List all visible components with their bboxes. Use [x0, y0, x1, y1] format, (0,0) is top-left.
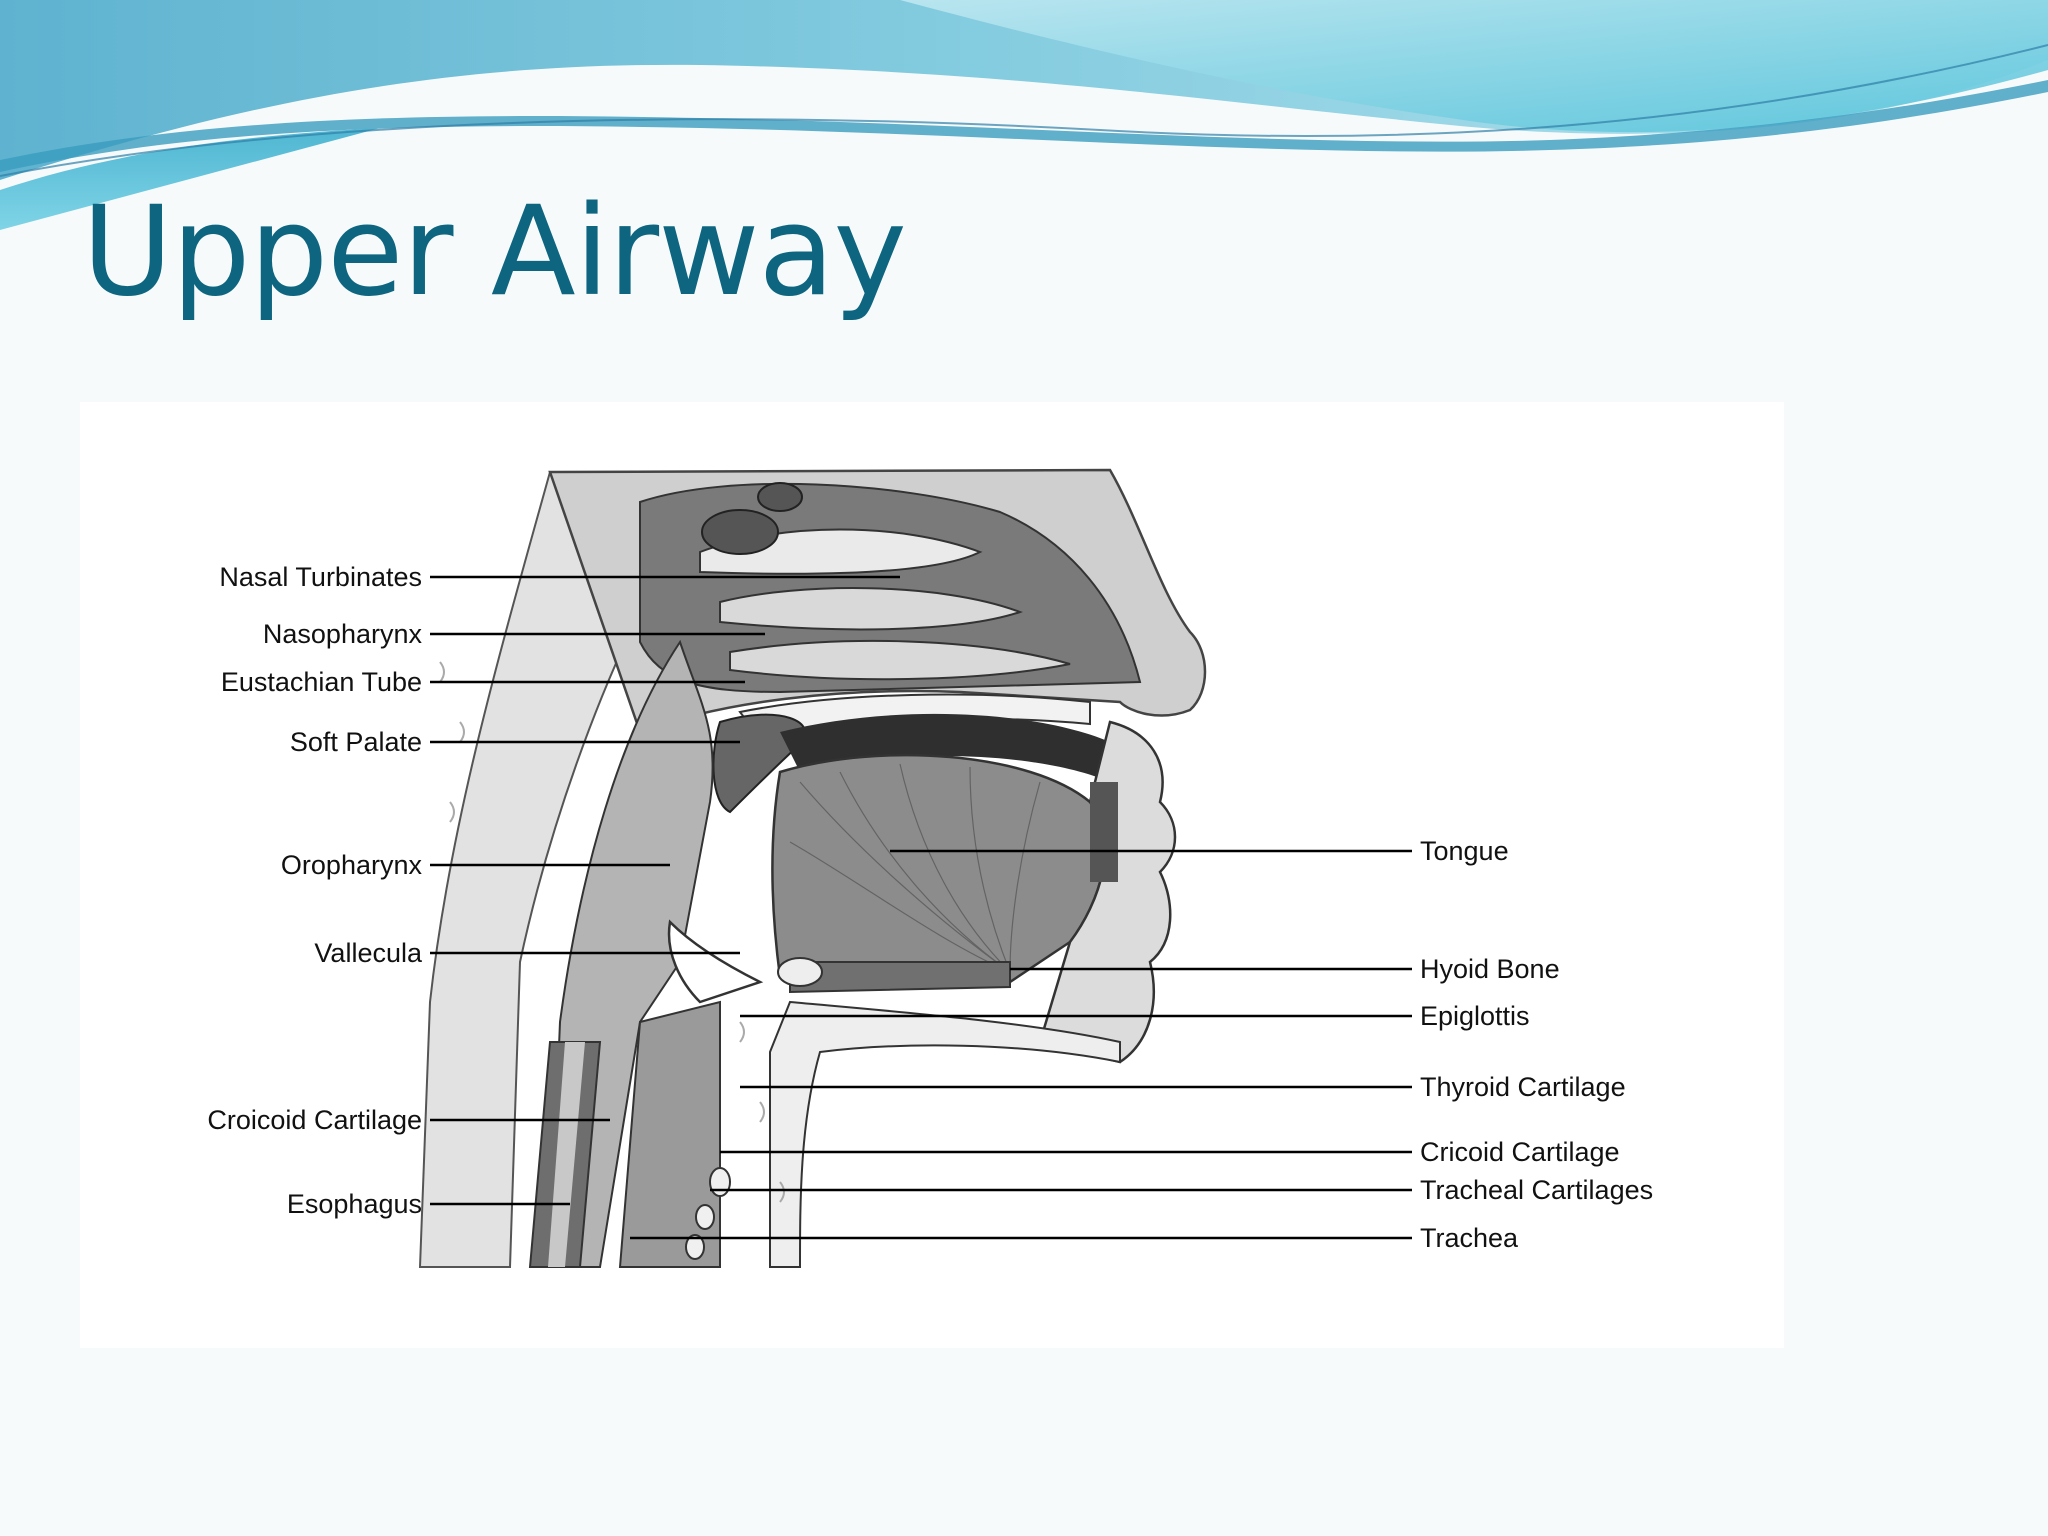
left-labels: Nasal Turbinates Nasopharynx Eustachian … [207, 562, 423, 1219]
label-eustachian-tube: Eustachian Tube [221, 667, 422, 697]
left-leader-lines [430, 575, 900, 1206]
right-labels: Tongue Hyoid Bone Epiglottis Thyroid Car… [1420, 836, 1653, 1253]
label-vallecula: Vallecula [314, 938, 423, 968]
slide-title: Upper Airway [82, 180, 907, 324]
label-soft-palate: Soft Palate [290, 727, 422, 757]
label-thyroid-cartilage: Thyroid Cartilage [1420, 1072, 1626, 1102]
label-epiglottis: Epiglottis [1420, 1001, 1530, 1031]
label-tongue: Tongue [1420, 836, 1509, 866]
label-cricoid-cartilage: Cricoid Cartilage [1420, 1137, 1620, 1167]
label-nasal-turbinates: Nasal Turbinates [219, 562, 422, 592]
label-croicoid-cartilage: Croicoid Cartilage [207, 1105, 422, 1135]
label-trachea: Trachea [1420, 1223, 1519, 1253]
label-nasopharynx: Nasopharynx [263, 619, 423, 649]
label-oropharynx: Oropharynx [281, 850, 423, 880]
wave-banner [0, 0, 2048, 240]
label-esophagus: Esophagus [287, 1189, 422, 1219]
label-tracheal-cartilages: Tracheal Cartilages [1420, 1175, 1653, 1205]
airway-figure: Nasal Turbinates Nasopharynx Eustachian … [80, 402, 1784, 1348]
airway-diagram: Nasal Turbinates Nasopharynx Eustachian … [207, 468, 1653, 1268]
label-hyoid-bone: Hyoid Bone [1420, 954, 1560, 984]
anatomy-illustration [418, 468, 1207, 1268]
right-leader-lines [630, 849, 1412, 1240]
